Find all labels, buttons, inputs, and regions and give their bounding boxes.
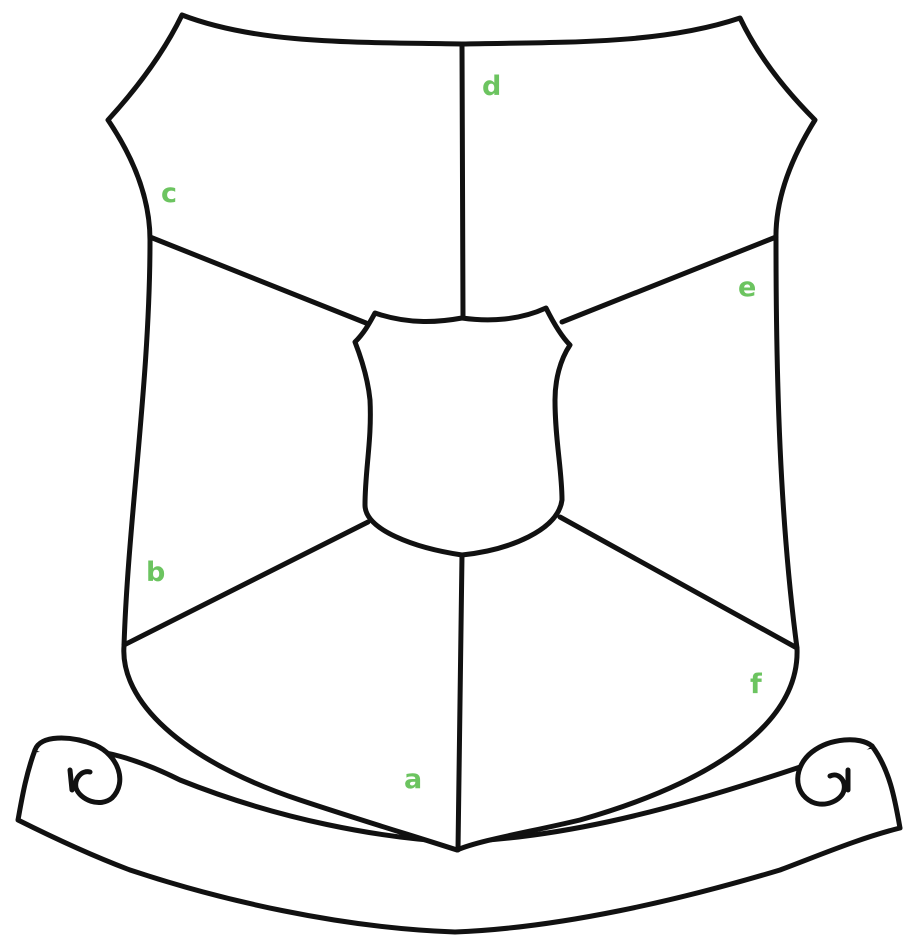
label-e: e — [738, 272, 756, 303]
label-a: a — [404, 764, 422, 795]
label-f: f — [750, 669, 762, 700]
label-b: b — [146, 557, 165, 588]
divider-top — [462, 44, 463, 318]
label-d: d — [482, 71, 501, 102]
center-inescutcheon — [355, 308, 570, 555]
ribbon-left-fold — [70, 770, 72, 790]
label-c: c — [161, 178, 177, 209]
